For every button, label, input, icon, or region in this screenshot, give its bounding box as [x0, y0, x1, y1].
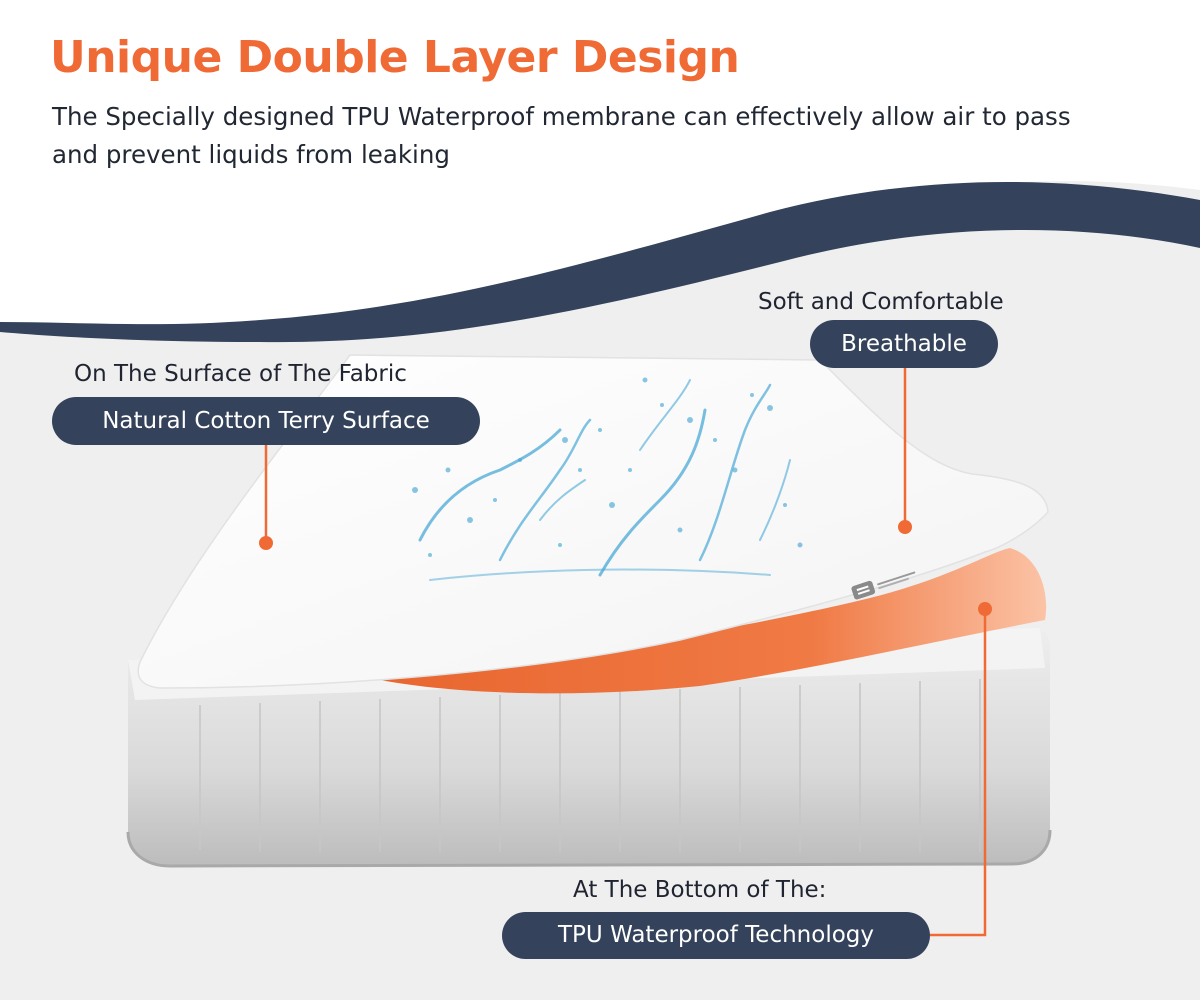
page-subtitle: The Specially designed TPU Waterproof me…: [52, 102, 1071, 169]
water-droplets: [412, 377, 803, 557]
tpu-marker-dot: [978, 602, 992, 616]
surface-marker-dot: [259, 536, 273, 550]
surface-label-badge: Natural Cotton Terry Surface: [52, 397, 480, 445]
top-white-area: [0, 0, 1200, 330]
comfort-caption: Soft and Comfortable: [758, 289, 1004, 315]
navy-wave: [0, 181, 1200, 343]
bottom-caption: At The Bottom of The:: [573, 877, 827, 903]
water-splash-icon: [418, 379, 791, 581]
brand-logo: [851, 571, 916, 600]
tpu-waterproof-layer: [380, 548, 1047, 694]
surface-caption: On The Surface of The Fabric: [74, 361, 407, 387]
breathable-marker-dot: [898, 520, 912, 534]
page-title: Unique Double Layer Design: [50, 32, 740, 83]
breathable-label-badge: Breathable: [810, 320, 998, 368]
connector-lines: [264, 366, 987, 937]
tpu-label-badge: TPU Waterproof Technology: [502, 912, 930, 959]
